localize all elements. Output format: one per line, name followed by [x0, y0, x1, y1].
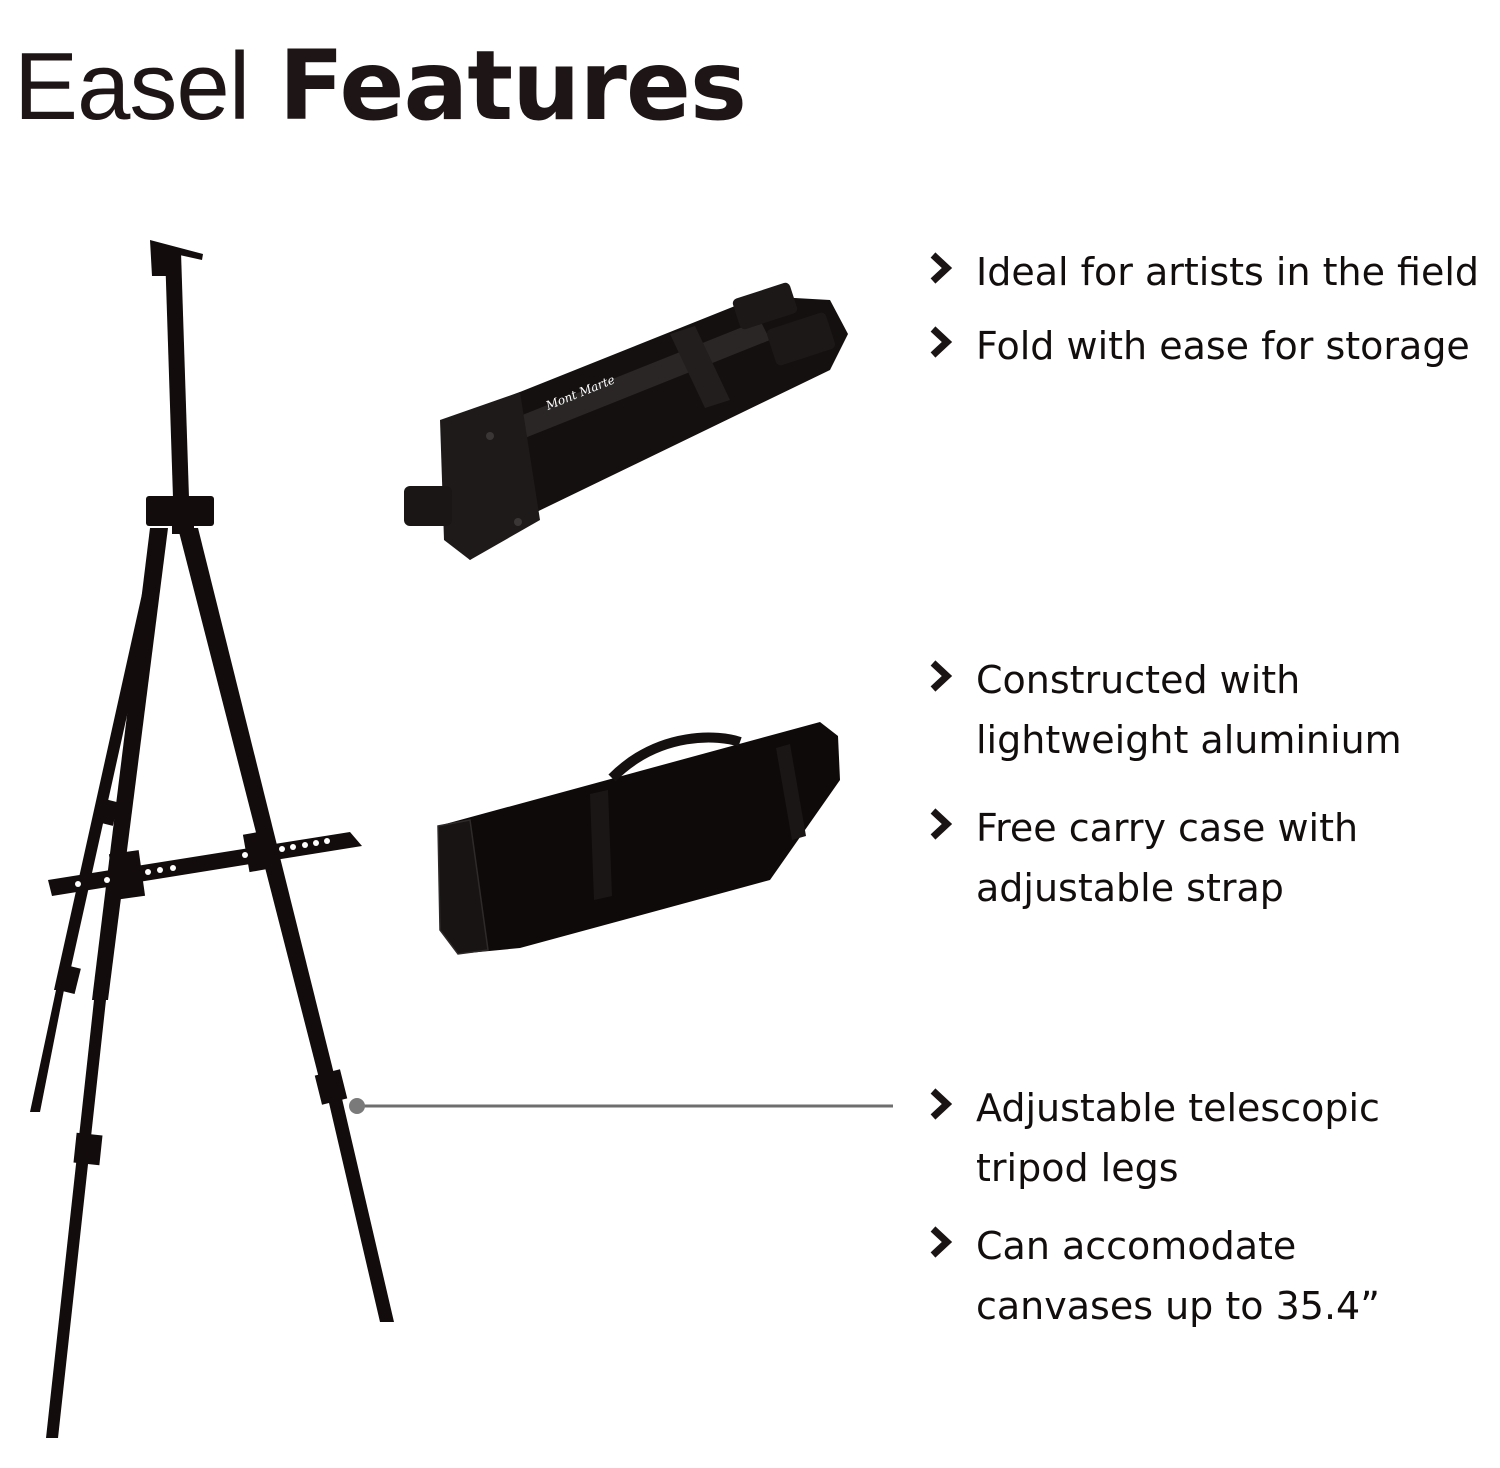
feature-text: canvases up to 35.4” — [976, 1284, 1380, 1328]
feature-text: adjustable strap — [976, 866, 1284, 910]
feature-text: lightweight aluminium — [976, 718, 1402, 762]
easel-image — [30, 240, 394, 1438]
callout-pointer — [349, 1098, 893, 1114]
feature-item: Adjustable telescopic tripod legs — [928, 1078, 1380, 1198]
feature-text: Fold with ease for storage — [976, 324, 1470, 368]
page-title: Easel Features — [14, 38, 747, 135]
feature-text: Constructed with — [976, 658, 1301, 702]
feature-text: Adjustable telescopic — [976, 1086, 1380, 1130]
feature-item: Ideal for artists in the field — [928, 242, 1479, 302]
feature-item: Free carry case with adjustable strap — [928, 798, 1358, 918]
feature-text: tripod legs — [976, 1146, 1179, 1190]
feature-text: Free carry case with — [976, 806, 1359, 850]
feature-item: Constructed with lightweight aluminium — [928, 650, 1402, 770]
carry-case-image — [437, 722, 840, 955]
feature-item: Can accomodate canvases up to 35.4” — [928, 1216, 1380, 1336]
feature-text: Ideal for artists in the field — [976, 250, 1480, 294]
title-light: Easel — [14, 33, 250, 140]
chevron-right-icon — [928, 242, 954, 284]
folded-easel-image: Mont Marte — [404, 282, 848, 560]
feature-text: Can accomodate — [976, 1224, 1297, 1268]
feature-item: Fold with ease for storage — [928, 316, 1470, 376]
title-bold: Features — [278, 30, 747, 142]
chevron-right-icon — [928, 650, 954, 692]
chevron-right-icon — [928, 1078, 954, 1120]
chevron-right-icon — [928, 316, 954, 358]
chevron-right-icon — [928, 1216, 954, 1258]
chevron-right-icon — [928, 798, 954, 840]
